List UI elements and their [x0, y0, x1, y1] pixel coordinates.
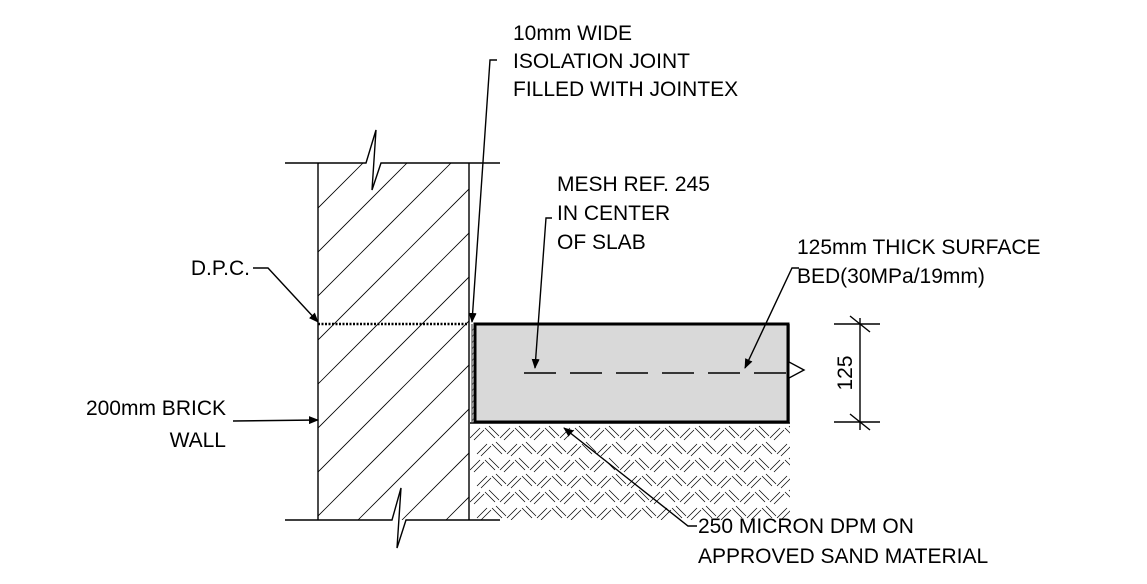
dimension-value: 125 — [834, 355, 857, 390]
sand-bed — [470, 422, 790, 520]
label-dpm: 250 MICRON DPM ON APPROVED SAND MATERIAL — [698, 515, 988, 568]
joint-line-2: ISOLATION JOINT — [513, 50, 690, 73]
slab-line-1: 125mm THICK SURFACE — [797, 236, 1041, 259]
label-wall: 200mm BRICK WALL — [86, 397, 226, 452]
wall-hatch — [318, 163, 469, 520]
slab-line-2: BED(30MPa/19mm) — [797, 265, 985, 288]
wall-top-break-line — [285, 129, 500, 191]
joint-line-3: FILLED WITH JOINTEX — [513, 78, 738, 101]
concrete-slab — [473, 322, 806, 424]
slab-leader — [744, 267, 799, 369]
label-isolation-joint: 10mm WIDE ISOLATION JOINT FILLED WITH JO… — [513, 22, 738, 101]
mesh-line-3: OF SLAB — [557, 231, 646, 254]
label-slab: 125mm THICK SURFACE BED(30MPa/19mm) — [797, 236, 1041, 288]
wall-leader — [232, 416, 319, 425]
wall-line-1: 200mm BRICK — [86, 397, 226, 420]
leaders — [232, 59, 799, 527]
joint-line-1: 10mm WIDE — [513, 22, 632, 45]
mesh-line-2: IN CENTER — [557, 202, 670, 225]
dpm-leader — [563, 427, 697, 527]
label-dpc: D.P.C. — [191, 257, 250, 280]
wall-bottom-break-line — [285, 487, 500, 549]
dpm-line-1: 250 MICRON DPM ON — [698, 515, 914, 538]
wall-line-2: WALL — [170, 429, 226, 452]
label-mesh: MESH REF. 245 IN CENTER OF SLAB — [557, 173, 710, 254]
slab-break-line — [788, 324, 806, 422]
slab-thickness-dimension: 125 — [834, 315, 880, 431]
joint-leader — [468, 59, 497, 323]
dpc-text: D.P.C. — [191, 257, 250, 280]
mesh-leader — [531, 217, 552, 369]
dpc-leader — [253, 267, 319, 323]
brick-wall — [285, 129, 500, 549]
dpm-line-2: APPROVED SAND MATERIAL — [698, 545, 988, 568]
sand-hatch — [470, 425, 790, 520]
mesh-line-1: MESH REF. 245 — [557, 173, 710, 196]
